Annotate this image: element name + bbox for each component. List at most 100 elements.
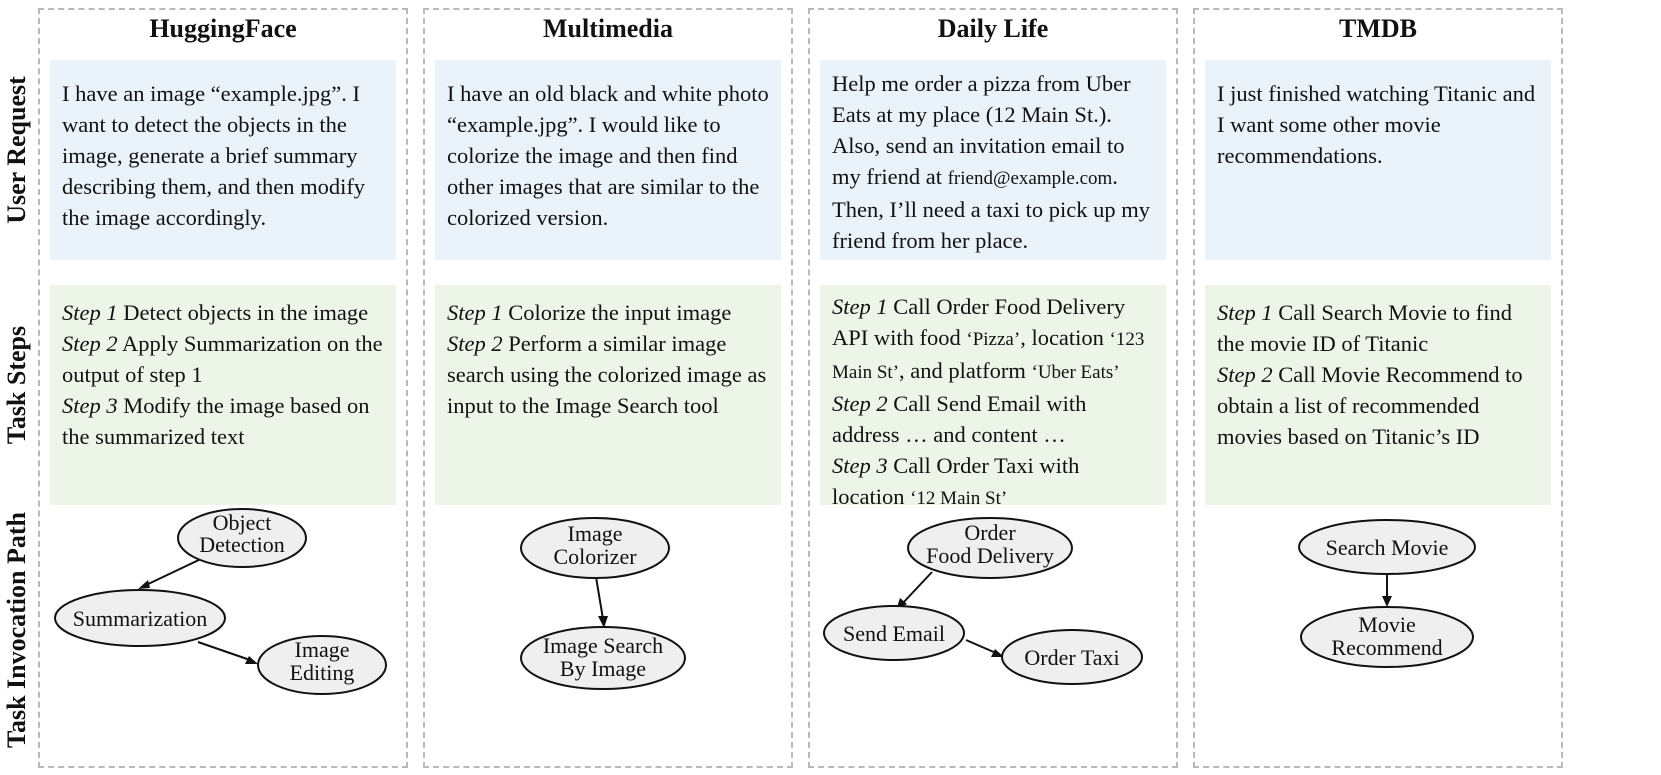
step-label: Step 2 [62, 331, 118, 356]
step-item: Step 1 Call Order Food Delivery API with… [832, 291, 1154, 388]
step-text: Colorize the input image [508, 300, 732, 325]
task-steps-box: Step 1 Call Search Movie to find the mov… [1205, 285, 1551, 505]
step-item: Step 1 Detect objects in the image [62, 297, 384, 328]
node-label: Editing [290, 660, 355, 685]
step-label: Step 3 [832, 453, 888, 478]
step-text: Call Send Email with address … and conte… [832, 391, 1087, 447]
step-item: Step 1 Call Search Movie to find the mov… [1217, 297, 1539, 359]
invocation-graph-svg: Image Colorizer Image Search By Image [520, 517, 686, 690]
step-item: Step 3 Call Order Taxi with location ‘12… [832, 450, 1154, 514]
column-title: Multimedia [543, 14, 673, 43]
step-arg: ‘Pizza’ [966, 329, 1021, 350]
request-text: Help me order a pizza from Uber Eats at … [832, 71, 1131, 189]
node-send-email: Send Email [823, 605, 965, 661]
row-label-task-steps-text: Task Steps [2, 325, 31, 445]
step-text: Call Order Food Delivery API with food [832, 294, 1126, 350]
user-request-box: I just finished watching Titanic and I w… [1205, 60, 1551, 260]
step-text: Modify the image based on the summarized… [62, 393, 370, 449]
user-request-box: I have an old black and white photo “exa… [435, 60, 781, 260]
step-text: , location [1020, 325, 1110, 350]
column-title: Daily Life [937, 14, 1049, 43]
arrowhead [598, 616, 608, 628]
node-summarization: Summarization [54, 589, 226, 647]
node-label: Order Taxi [1024, 645, 1119, 670]
step-label: Step 2 [1217, 362, 1273, 387]
node-label: Image Search [543, 633, 663, 658]
step-arg: ‘123 Main St’ [832, 329, 1145, 383]
edge-send-email-to-order-taxi [965, 639, 997, 654]
node-label: Detection [199, 532, 285, 557]
row-label-task-invocation-path-text: Task Invocation Path [2, 512, 31, 748]
step-arg: ‘12 Main St’ [910, 488, 1008, 509]
step-item: Step 2 Call Send Email with address … an… [832, 388, 1154, 450]
step-label: Step 1 [832, 294, 888, 319]
arrowhead [991, 649, 1004, 657]
step-item: Step 2 Perform a similar image search us… [447, 328, 769, 421]
node-label: Image [295, 637, 350, 662]
row-label-user-request: User Request [0, 50, 34, 250]
task-steps-box: Step 1 Call Order Food Delivery API with… [820, 285, 1166, 509]
step-text: Call Search Movie to find the movie ID o… [1217, 300, 1512, 356]
edge-colorizer-to-image-search [595, 576, 604, 620]
node-label: Send Email [843, 621, 945, 646]
invocation-graph: Image Colorizer Image Search By Image [425, 517, 791, 760]
node-order-taxi: Order Taxi [1001, 629, 1143, 685]
column-daily-life: Daily Life Help me order a pizza from Ub… [808, 8, 1178, 768]
node-image-colorizer: Image Colorizer [520, 517, 670, 579]
step-item: Step 1 Colorize the input image [447, 297, 769, 328]
step-text: Detect objects in the image [123, 300, 369, 325]
row-label-task-invocation-path: Task Invocation Path [0, 500, 34, 760]
task-steps-box: Step 1 Colorize the input image Step 2 P… [435, 285, 781, 505]
node-label: Object [213, 510, 272, 535]
step-text: Apply Summarization on the output of ste… [62, 331, 383, 387]
step-item: Step 3 Modify the image based on the sum… [62, 390, 384, 452]
step-label: Step 1 [62, 300, 118, 325]
node-movie-recommend: Movie Recommend [1300, 606, 1474, 668]
node-label: Colorizer [553, 544, 637, 569]
task-steps-box: Step 1 Detect objects in the image Step … [50, 285, 396, 505]
row-label-task-steps: Task Steps [0, 275, 34, 495]
email-address: friend@example.com [947, 168, 1113, 189]
step-text: Call Movie Recommend to obtain a list of… [1217, 362, 1523, 449]
arrowhead [138, 580, 150, 589]
column-multimedia: Multimedia I have an old black and white… [423, 8, 793, 768]
invocation-graph: Object Detection Summarization Image Edi… [40, 508, 406, 760]
node-label: Image [568, 521, 623, 546]
step-label: Step 2 [832, 391, 888, 416]
edge-food-delivery-to-send-email [901, 571, 933, 605]
row-label-user-request-text: User Request [2, 76, 31, 224]
step-label: Step 3 [62, 393, 118, 418]
node-label: Food Delivery [926, 543, 1054, 568]
request-text: . Then, I’ll need a taxi to pick up my f… [832, 164, 1151, 253]
step-label: Step 2 [447, 331, 503, 356]
column-title: TMDB [1339, 14, 1417, 43]
node-label: By Image [560, 656, 646, 681]
column-tmdb: TMDB I just finished watching Titanic an… [1193, 8, 1563, 768]
step-label: Step 1 [447, 300, 503, 325]
invocation-graph: Search Movie Movie Recommend [1195, 519, 1561, 760]
node-search-movie: Search Movie [1298, 519, 1476, 575]
edge-summarization-to-editing [197, 641, 251, 661]
node-label: Search Movie [1326, 535, 1449, 560]
step-arg: ‘Uber Eats’ [1031, 362, 1120, 383]
node-label: Order [964, 520, 1016, 545]
node-label: Recommend [1331, 635, 1442, 660]
step-text: Perform a similar image search using the… [447, 331, 767, 418]
step-text: , and platform [899, 358, 1032, 383]
node-image-search-by-image: Image Search By Image [520, 626, 686, 690]
arrowhead [245, 656, 258, 664]
invocation-graph: Order Food Delivery Send Email Order Tax… [810, 517, 1176, 760]
step-item: Step 2 Apply Summarization on the output… [62, 328, 384, 390]
invocation-graph-svg: Search Movie Movie Recommend [1298, 519, 1476, 668]
invocation-graph-svg: Order Food Delivery Send Email Order Tax… [823, 517, 1143, 685]
node-order-food-delivery: Order Food Delivery [907, 517, 1073, 579]
edge-detection-to-summarization [143, 557, 204, 587]
user-request-box: I have an image “example.jpg”. I want to… [50, 60, 396, 260]
node-image-editing: Image Editing [257, 635, 387, 695]
step-item: Step 2 Call Movie Recommend to obtain a … [1217, 359, 1539, 452]
node-label: Summarization [73, 606, 207, 631]
column-huggingface: HuggingFace I have an image “example.jpg… [38, 8, 408, 768]
step-text: Call Order Taxi with location [832, 453, 1080, 509]
step-label: Step 1 [1217, 300, 1273, 325]
node-object-detection: Object Detection [177, 508, 307, 568]
